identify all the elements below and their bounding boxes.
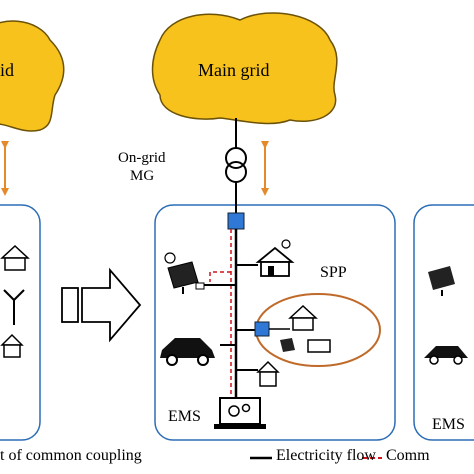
spp-pcc-node-icon (254, 321, 270, 337)
pcc-node-icon (227, 212, 245, 230)
right-electric-car-icon (424, 346, 468, 365)
left-house-solar-icon (0, 244, 30, 271)
spp-label: SPP (320, 264, 347, 281)
ongrid-label-line2: MG (130, 168, 155, 184)
legend-pcc-label: t of common coupling (0, 447, 142, 464)
right-microgrid-frame (413, 204, 474, 441)
ongrid-microgrid-frame (154, 204, 396, 441)
left-microgrid-frame (0, 204, 41, 441)
solar-panel-icon (164, 252, 205, 294)
spp-solar-icon (280, 338, 295, 352)
right-solar-panel-icon (428, 266, 455, 296)
left-grid-cloud (0, 20, 65, 132)
ongrid-label-line1: On-grid (118, 150, 166, 166)
spp-house-icon (288, 304, 318, 331)
legend-electricity-label: Electricity flow (276, 447, 376, 464)
left-grid-label: id (0, 60, 15, 80)
house-solar-icon (255, 239, 295, 277)
legend-communication-label: Comm (386, 447, 430, 464)
battery-icon (307, 339, 331, 353)
laptop-gears-icon (214, 397, 266, 429)
main-grid-label: Main grid (198, 60, 270, 80)
ems-right-label: EMS (432, 416, 465, 433)
ems-center-label: EMS (168, 408, 201, 425)
transformer-icon (225, 147, 247, 183)
house-icon (256, 360, 280, 387)
wind-turbine-icon (3, 289, 25, 325)
arrow-right-icon (61, 267, 142, 343)
electric-car-icon (160, 338, 215, 366)
left-house-icon (0, 333, 24, 358)
main-grid-cloud (151, 12, 338, 125)
